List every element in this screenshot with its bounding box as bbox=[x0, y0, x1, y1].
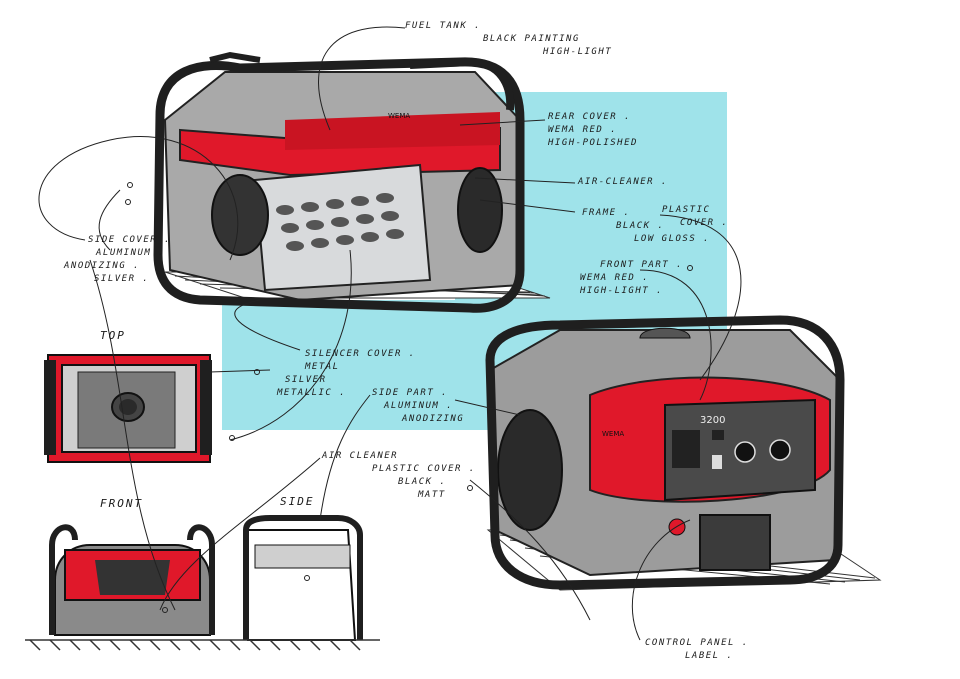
callout-line: SILENCER COVER . bbox=[305, 349, 416, 359]
callout-air-cleaner-plastic: AIR CLEANER PLASTIC COVER . BLACK . MATT bbox=[322, 450, 476, 502]
rear-logo: WEMA bbox=[388, 112, 410, 120]
callout-line: FUEL TANK . bbox=[405, 21, 482, 31]
callout-line: COVER . bbox=[680, 218, 729, 228]
callout-line: PLASTIC bbox=[662, 205, 711, 215]
callout-line: WEMA RED . bbox=[580, 273, 650, 283]
callout-line: HIGH-LIGHT . bbox=[580, 286, 664, 296]
view-label-side: SIDE bbox=[280, 495, 315, 508]
callout-line: FRONT PART . bbox=[600, 260, 684, 270]
callout-line: HIGH-POLISHED bbox=[548, 138, 638, 148]
callout-line: FRAME . bbox=[582, 208, 631, 218]
callout-line: METAL bbox=[305, 362, 340, 372]
callout-line: MATT bbox=[418, 490, 446, 500]
callout-line: ANODIZING bbox=[402, 414, 465, 424]
callout-line: LOW GLOSS . bbox=[634, 234, 711, 244]
top-view-drawing bbox=[44, 354, 212, 463]
callout-line: BLACK PAINTING bbox=[483, 34, 580, 44]
ground-line bbox=[25, 639, 380, 651]
callout-line: ANODIZING . bbox=[64, 261, 141, 271]
view-label-top: TOP bbox=[100, 329, 126, 342]
callout-line: BLACK . bbox=[398, 477, 447, 487]
rear-generator-perspective: WEMA bbox=[153, 51, 525, 313]
callout-air-cleaner: AIR-CLEANER . bbox=[578, 176, 668, 189]
callout-silencer-cover: SILENCER COVER . METAL SILVER METALLIC . bbox=[277, 348, 416, 400]
callout-line: SILVER bbox=[285, 375, 327, 385]
callout-side-cover: SIDE COVER . ALUMINUM . ANODIZING . SILV… bbox=[64, 234, 172, 286]
callout-line: METALLIC . bbox=[277, 388, 347, 398]
callout-control-panel: CONTROL PANEL . LABEL . bbox=[645, 637, 749, 663]
callout-line: HIGH-LIGHT bbox=[543, 47, 613, 57]
view-label-front: FRONT bbox=[100, 497, 144, 510]
callout-dots bbox=[125, 182, 693, 613]
callout-line: AIR-CLEANER . bbox=[578, 177, 668, 187]
callout-side-part: SIDE PART . ALUMINUM . ANODIZING bbox=[372, 387, 464, 426]
callout-front-part: FRONT PART . WEMA RED . HIGH-LIGHT . bbox=[580, 259, 683, 298]
callout-line: LABEL . bbox=[685, 651, 734, 661]
model-number: 3200 bbox=[700, 415, 725, 426]
callout-line: ALUMINUM . bbox=[96, 248, 166, 258]
callout-line: SILVER . bbox=[94, 274, 150, 284]
callout-line: WEMA RED . bbox=[548, 125, 618, 135]
callout-frame: FRAME . BLACK . LOW GLOSS . bbox=[582, 207, 710, 246]
front-view-drawing bbox=[49, 524, 215, 636]
callout-leader-lines bbox=[38, 26, 742, 641]
callout-line: REAR COVER . bbox=[548, 112, 632, 122]
callout-line: PLASTIC COVER . bbox=[372, 464, 476, 474]
callout-line: CONTROL PANEL . bbox=[645, 638, 749, 648]
front-logo: WEMA bbox=[602, 430, 624, 438]
callout-fuel-tank: FUEL TANK . BLACK PAINTING HIGH-LIGHT bbox=[405, 20, 612, 59]
callout-line: BLACK . bbox=[616, 221, 665, 231]
callout-line: AIR CLEANER bbox=[322, 451, 399, 461]
callout-line: SIDE COVER . bbox=[88, 235, 172, 245]
front-generator-perspective: 3200 WEMA bbox=[485, 315, 845, 590]
side-view-drawing bbox=[243, 515, 363, 641]
callout-rear-cover: REAR COVER . WEMA RED . HIGH-POLISHED bbox=[548, 111, 638, 150]
callout-line: ALUMINUM . bbox=[384, 401, 454, 411]
callout-line: SIDE PART . bbox=[372, 388, 449, 398]
callout-plastic-cover: PLASTIC COVER . bbox=[662, 204, 728, 230]
